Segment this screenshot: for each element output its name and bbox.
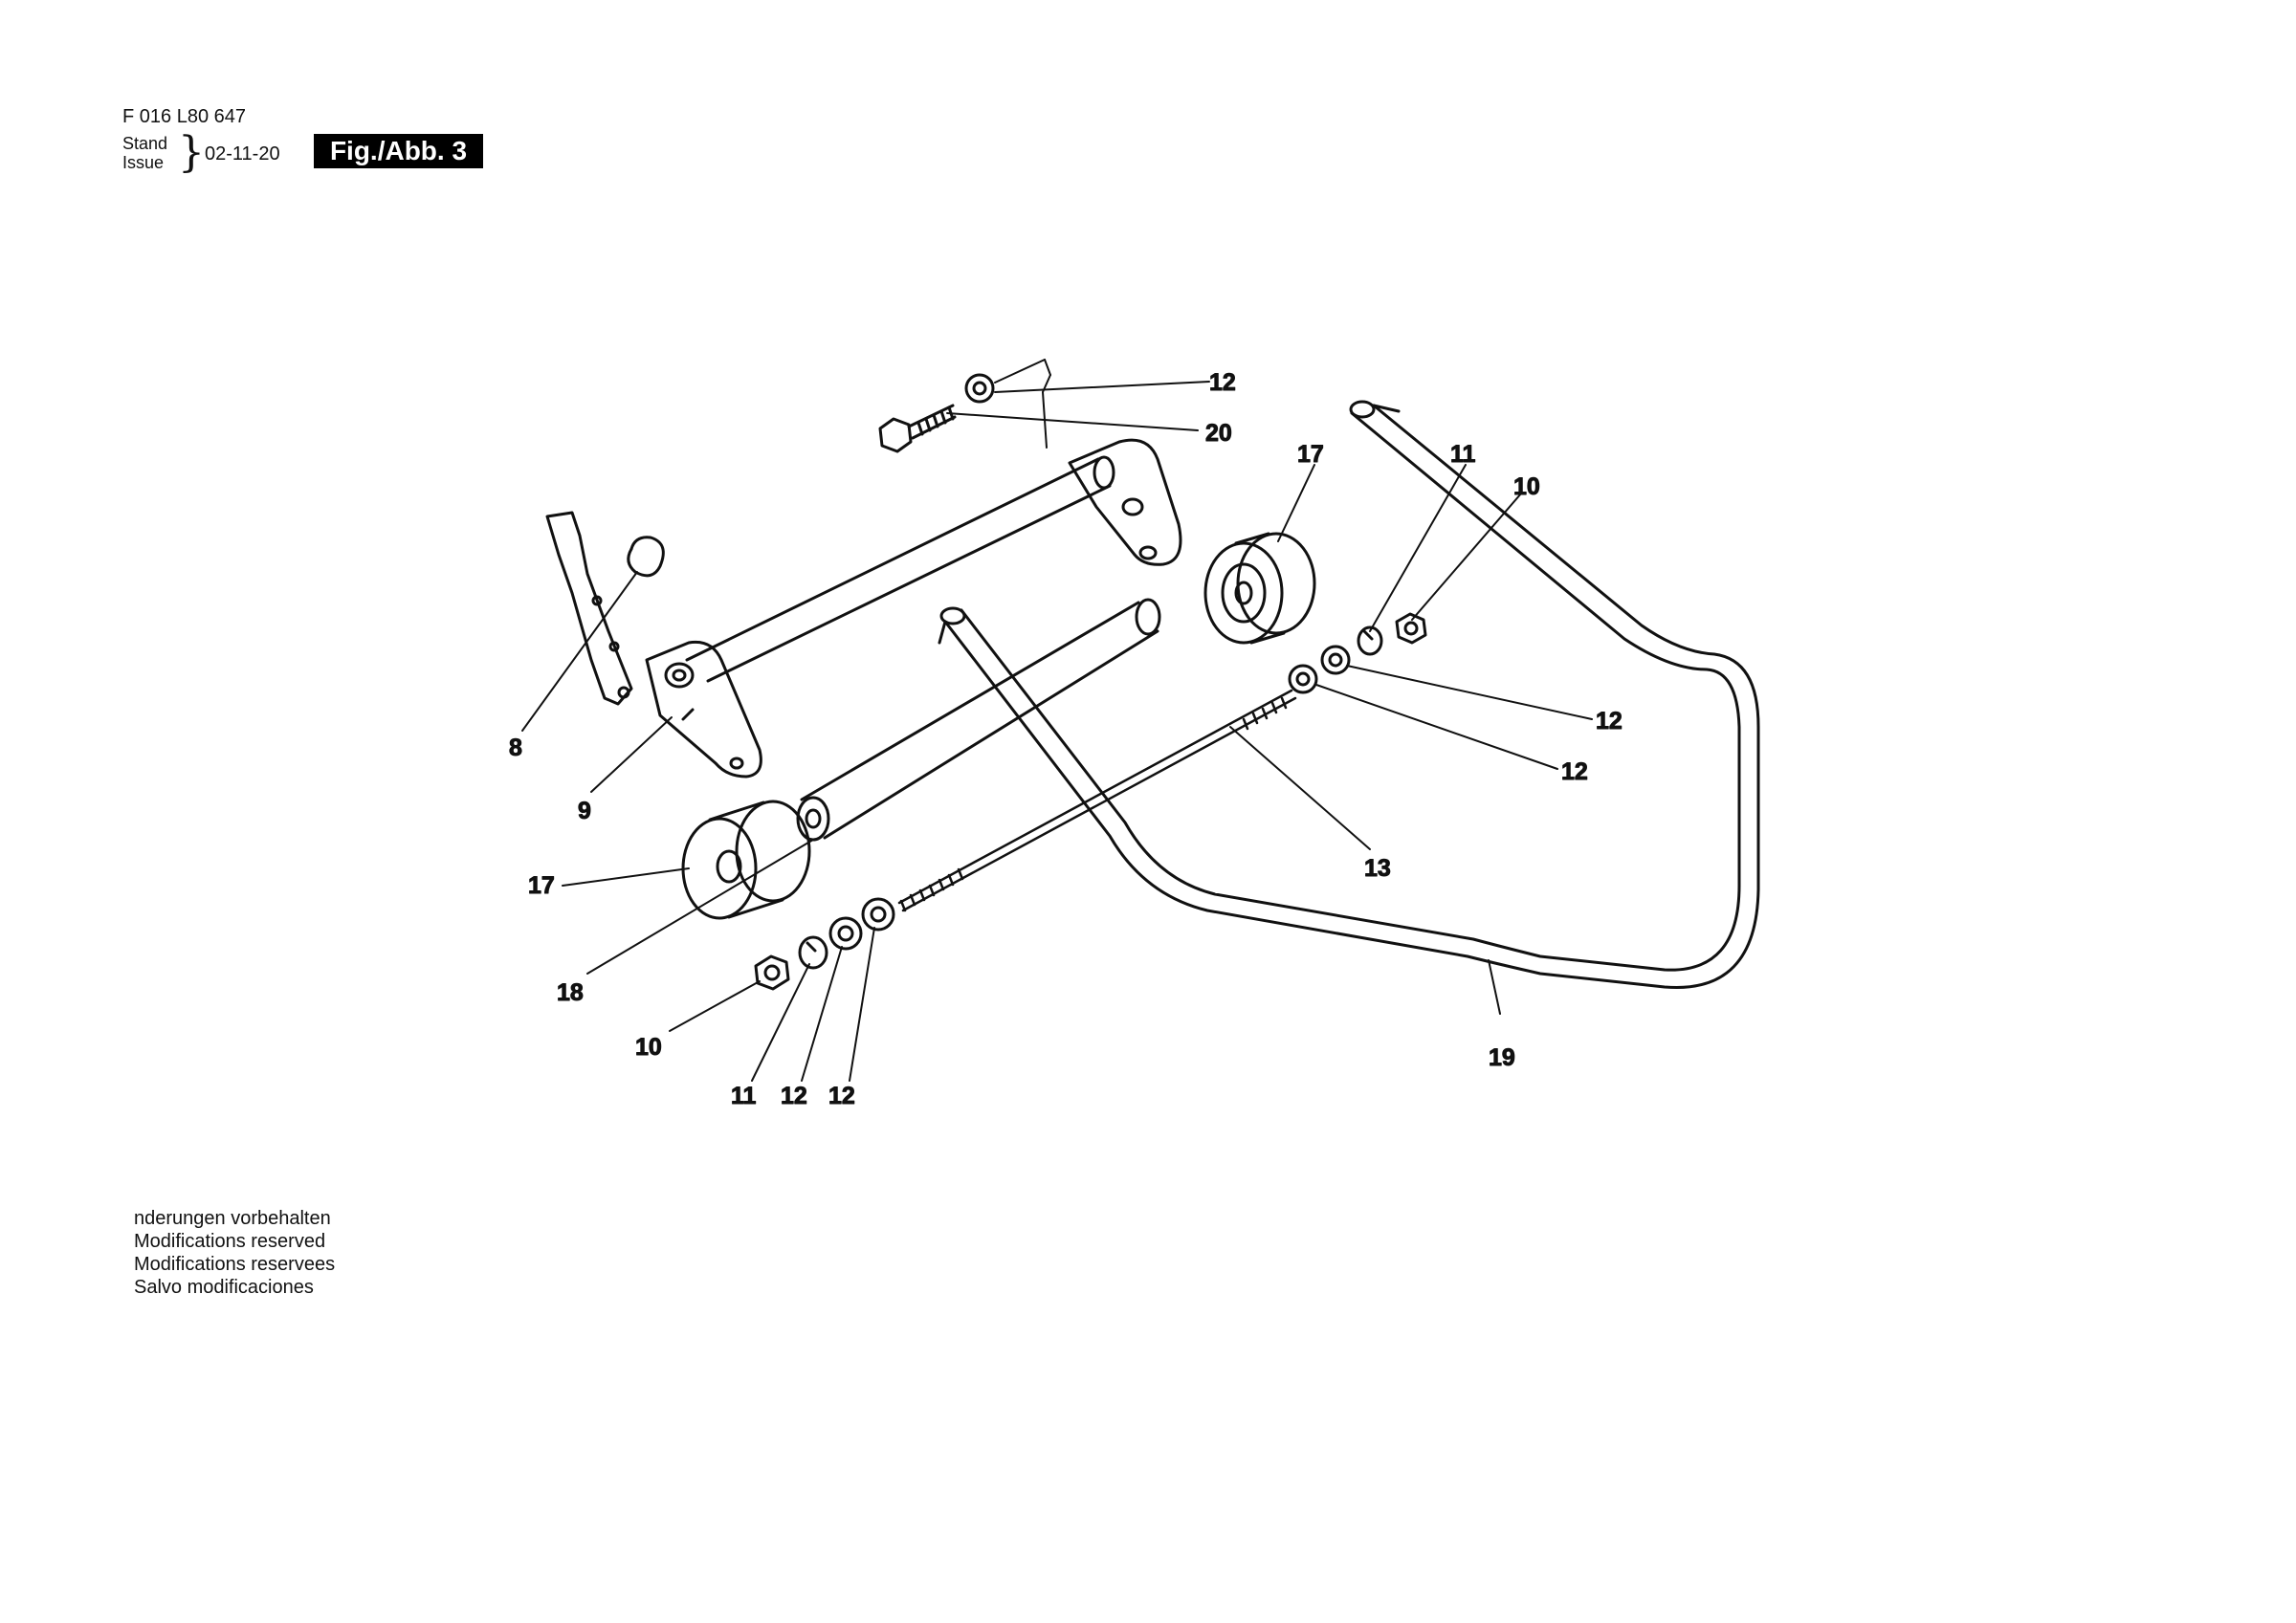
callout-13: 13 [1364,855,1391,882]
part-10-left-nut [754,954,790,991]
leader-12-right-b [1315,684,1558,770]
leader-10-right [1411,493,1522,621]
part-10-right-nut [1395,612,1427,645]
part-17-left-wheel [681,800,811,920]
callout-19: 19 [1489,1044,1515,1071]
note-german: nderungen vorbehalten [134,1208,331,1229]
callout-17-right: 17 [1297,441,1324,468]
leader-12-top [994,381,1210,393]
upper-axle-tube [685,455,1115,683]
leader-12-left-b [849,927,875,1082]
callout-17-left: 17 [528,872,555,899]
modification-notes: nderungen vorbehalten Modifications rese… [134,1207,335,1299]
callout-18: 18 [557,979,584,1006]
callout-11-right: 11 [1450,441,1476,468]
leader-10-left [669,980,761,1032]
part-12-left-washer-a [861,897,895,932]
leader-11-right [1369,464,1467,632]
leader-17-right [1277,464,1315,542]
leader-12-right-a [1346,665,1593,720]
leader-13 [1229,726,1371,850]
part-20-bolt [878,404,957,453]
callout-12-right-b: 12 [1561,758,1588,785]
leader-lines [521,359,1593,1082]
leader-19 [1488,959,1501,1015]
leader-17-left [562,867,690,887]
brace-glyph: } [178,128,205,177]
part-12-right-washer-a [1288,664,1318,694]
leader-8 [521,571,638,732]
note-english: Modifications reserved [134,1231,326,1252]
leader-11-left [751,963,810,1082]
part-18-roller-tube [796,598,1161,842]
callout-10-left: 10 [635,1034,662,1061]
part-13-threaded-rod [897,689,1297,912]
note-spanish: Salvo modificaciones [134,1277,314,1298]
leader-12-top-branch [994,359,1046,384]
document-code: F 016 L80 647 [122,106,246,127]
callout-10-right: 10 [1513,473,1540,500]
leader-12-left-a [801,946,843,1082]
part-9-left-bracket [645,640,762,779]
callout-11-left: 11 [731,1083,757,1109]
part-8-hook [545,511,665,706]
issue-label: Issue [122,153,165,172]
part-19-handle-bar [938,400,1760,990]
alignment-dash-line [1042,359,1051,449]
part-11-left-lock-washer [798,935,828,970]
part-12-top-washer [964,373,995,404]
issue-date: 02-11-20 [205,143,280,164]
callout-9: 9 [578,798,591,824]
leader-9 [590,716,673,793]
part-12-left-washer-b [828,916,863,951]
callout-12-top: 12 [1209,369,1236,396]
callout-12-left-a: 12 [781,1083,807,1109]
part-12-right-washer-b [1320,645,1351,675]
stand-label: Stand [122,134,168,153]
right-bracket-plate [1068,438,1182,566]
leader-18 [586,839,814,975]
part-17-right-wheel [1203,532,1316,645]
part-11-right-lock-washer [1357,625,1383,656]
callout-20: 20 [1205,420,1232,447]
figure-label: Fig./Abb. 3 [314,134,483,168]
note-french: Modifications reservees [134,1254,336,1275]
callout-12-left-b: 12 [828,1083,855,1109]
callout-8: 8 [509,735,522,761]
callout-12-right-a: 12 [1596,708,1623,735]
leader-20 [946,412,1199,431]
